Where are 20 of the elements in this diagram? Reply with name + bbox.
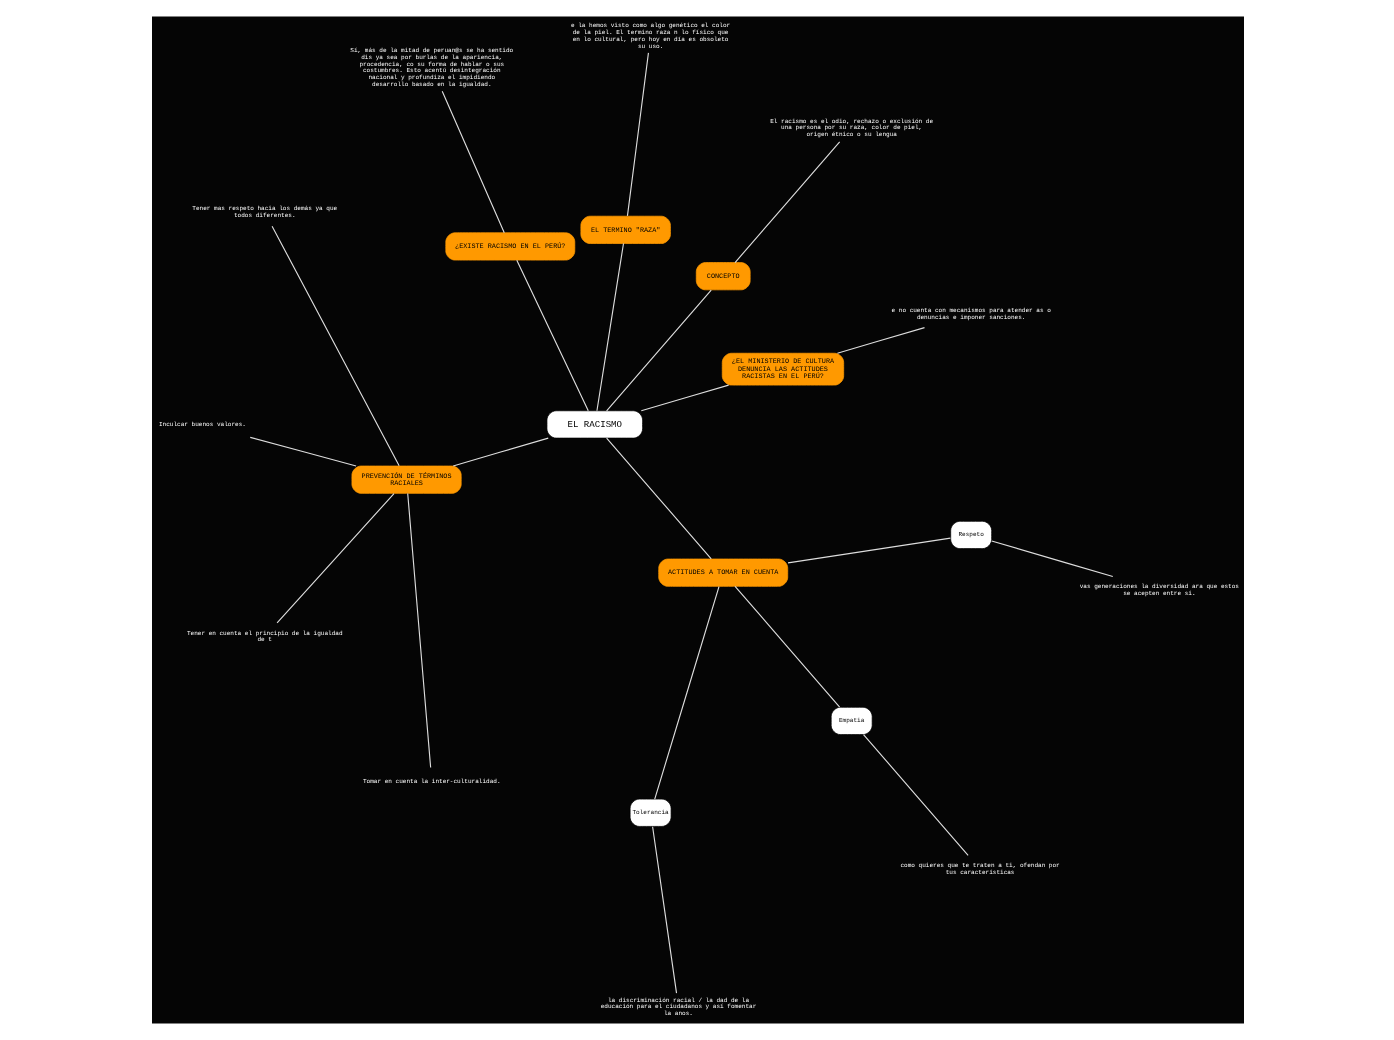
connector bbox=[248, 436, 356, 467]
connector bbox=[733, 585, 840, 708]
connector bbox=[733, 141, 840, 264]
connector bbox=[625, 52, 648, 217]
connector bbox=[595, 242, 624, 412]
connector bbox=[605, 437, 711, 560]
connector bbox=[605, 289, 711, 412]
connector bbox=[990, 540, 1113, 578]
connector bbox=[651, 826, 677, 994]
connector bbox=[451, 437, 548, 467]
connector bbox=[275, 493, 394, 624]
connector bbox=[786, 537, 950, 564]
connector bbox=[406, 492, 431, 769]
connector bbox=[639, 384, 729, 412]
connector bbox=[270, 225, 399, 467]
connector bbox=[515, 259, 588, 412]
connector bbox=[440, 90, 504, 234]
connector bbox=[653, 586, 719, 800]
connector bbox=[861, 734, 968, 856]
connector bbox=[835, 327, 925, 354]
